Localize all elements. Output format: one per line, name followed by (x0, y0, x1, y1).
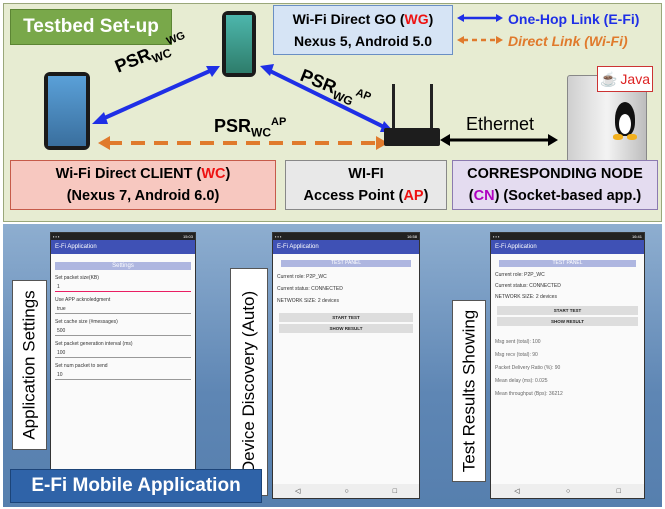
testbed-title: Testbed Set-up (10, 9, 172, 45)
app-label: E-Fi Mobile Application (10, 469, 262, 503)
nav-bar: ◁ ○ □ (491, 484, 644, 498)
home-icon[interactable]: ○ (565, 487, 571, 495)
setting-input[interactable]: 100 (55, 349, 191, 358)
result-line: Msg recv (total): 90 (495, 352, 538, 358)
setting-label: Set packet generation interval (ms) (55, 341, 133, 347)
legend-arrows (457, 14, 503, 44)
psr-wc-ap-main: PSR (214, 116, 252, 136)
cn-label-box: CORRESPONDING NODE (CN) (Socket-based ap… (452, 160, 658, 210)
cn-label-line1: CORRESPONDING NODE (467, 166, 643, 182)
setting-input[interactable]: true (55, 305, 191, 314)
label-app-settings-text: Application Settings (19, 290, 39, 440)
status-time: 16:41 (631, 234, 642, 239)
client-label-a: Wi-Fi Direct CLIENT ( (55, 166, 202, 182)
client-phone-icon (44, 72, 90, 150)
back-icon[interactable]: ◁ (295, 488, 301, 495)
app-title: E-Fi Application (51, 240, 195, 254)
go-label-wg: WG (404, 11, 429, 27)
back-icon[interactable]: ◁ (514, 488, 520, 495)
setting-label: Use APP acknoledgment (55, 297, 111, 303)
status-bar: ▪ ▪ ▪ 16:58 (273, 233, 419, 240)
ap-label-box: WI-FI Access Point (AP) (285, 160, 447, 210)
ethernet-label: Ethernet (466, 114, 535, 134)
label-test-results-text: Test Results Showing (459, 309, 478, 473)
java-badge: ☕Java (597, 66, 653, 92)
start-test-button[interactable]: START TEST (279, 313, 413, 322)
psr-wc-ap-sub: WC (251, 125, 272, 140)
result-line: Mean delay (ms): 0.025 (495, 378, 548, 384)
client-label-device: (Nexus 7, Android 6.0) (66, 188, 220, 204)
cn-label-c: ) (Socket-based app.) (494, 188, 642, 204)
legend-direct: Direct Link (Wi-Fi) (508, 33, 628, 49)
router-icon (384, 84, 440, 150)
current-status: Current status: CONNECTED (495, 283, 561, 289)
psr-wc-ap: PSRWCAP (214, 116, 286, 140)
phone-results: ▪ ▪ ▪ 16:41 E-Fi Application TEST PANEL … (490, 232, 645, 499)
network-size: NETWORK SIZE: 2 devices (277, 298, 339, 304)
psr-wc-ap-sup: AP (271, 116, 287, 128)
status-bar: ▪ ▪ ▪ 16:41 (491, 233, 644, 240)
show-result-button[interactable]: SHOW RESULT (497, 317, 638, 326)
setting-input[interactable]: 500 (55, 327, 191, 336)
result-line: Mean throughput (Bps): 36212 (495, 391, 563, 397)
client-label-wc: WC (201, 166, 226, 182)
cn-label-cn: CN (473, 188, 495, 204)
go-label-device: Nexus 5, Android 5.0 (294, 33, 432, 49)
phone-settings: ▪ ▪ ▪ 15:03 E-Fi Application Settings Se… (50, 232, 196, 472)
go-phone-icon (222, 11, 256, 77)
cn-label-a: ( (468, 188, 474, 204)
show-result-button[interactable]: SHOW RESULT (279, 324, 413, 333)
ap-label-ap: AP (403, 188, 424, 204)
current-role: Current role: P2P_WC (495, 272, 545, 278)
result-line: Msg sent (total): 100 (495, 339, 541, 345)
go-label-a: Wi-Fi Direct GO ( (292, 11, 405, 27)
home-icon[interactable]: ○ (344, 487, 349, 495)
ap-label-c: ) (423, 188, 429, 204)
start-test-button[interactable]: START TEST (497, 306, 638, 315)
client-label-box: Wi-Fi Direct CLIENT (WC) (Nexus 7, Andro… (10, 160, 276, 210)
app-title: E-Fi Application (491, 240, 644, 254)
test-panel-header: TEST PANEL (281, 260, 411, 267)
result-line: Packet Delivery Ratio (%): 90 (495, 365, 561, 371)
go-label-box: Wi-Fi Direct GO (WG) Nexus 5, Android 5.… (273, 5, 453, 55)
java-cup-icon: ☕ (599, 70, 618, 87)
test-panel-header: TEST PANEL (499, 260, 636, 267)
recent-apps-icon[interactable]: □ (616, 487, 621, 495)
java-label: Java (620, 71, 650, 87)
setting-label: Set cache size (#messages) (55, 319, 118, 325)
current-role: Current role: P2P_WC (277, 274, 327, 280)
label-app-settings: Application Settings (12, 280, 47, 450)
status-time: 16:58 (406, 234, 417, 239)
setting-input[interactable]: 1 (55, 283, 191, 292)
phone-discovery: ▪ ▪ ▪ 16:58 E-Fi Application TEST PANEL … (272, 232, 420, 499)
client-label-c: ) (225, 166, 231, 182)
label-device-discovery: Device Discovery (Auto) (230, 268, 268, 496)
label-device-discovery-text: Device Discovery (Auto) (239, 290, 259, 474)
settings-header: Settings (55, 262, 191, 270)
go-label-c: ) (428, 11, 434, 27)
setting-input[interactable]: 10 (55, 371, 191, 380)
app-title: E-Fi Application (273, 240, 419, 254)
current-status: Current status: CONNECTED (277, 286, 343, 292)
nav-bar: ◁ ○ □ (273, 484, 419, 498)
penguin-icon (610, 102, 640, 142)
label-test-results: Test Results Showing (452, 300, 486, 482)
status-time: 15:03 (182, 234, 193, 239)
ap-label-line1: WI-FI (348, 166, 384, 182)
recent-apps-icon[interactable]: □ (392, 487, 397, 495)
network-size: NETWORK SIZE: 2 devices (495, 294, 557, 300)
ap-label-a: Access Point ( (303, 188, 404, 204)
setting-label: Set packet size(KB) (55, 275, 99, 281)
status-bar: ▪ ▪ ▪ 15:03 (51, 233, 195, 240)
setting-label: Set num packet to send (55, 363, 108, 369)
legend-onehop: One-Hop Link (E-Fi) (508, 11, 640, 27)
